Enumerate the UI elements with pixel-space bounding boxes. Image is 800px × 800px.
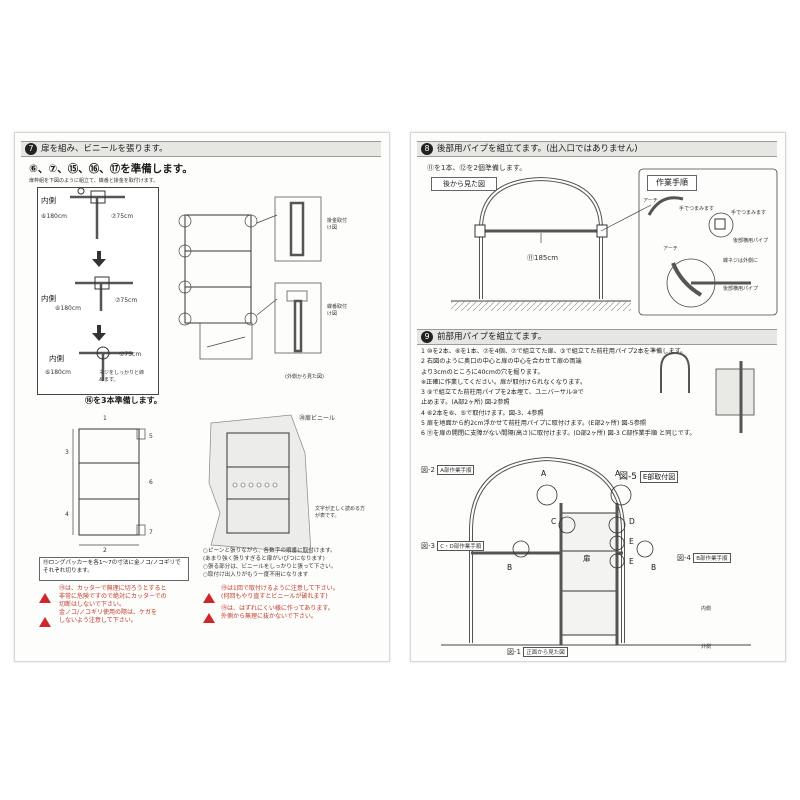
assembly-note: 扉枠組を下図のように組立て、蝶番と掛金を取付けます。 — [29, 178, 159, 184]
fig-3-label: 図-3 C・D部作業手順 — [421, 541, 485, 551]
dim-2: 2 — [103, 547, 107, 554]
fig-1-label: 図-1 正面から見た図 — [507, 647, 568, 657]
warn-line-4: 金ノコ/ノコギリ使用の際は、ケガを — [59, 609, 158, 616]
section-9-steps: 1 ⑩を2本、⑥を1本、⑦を4個、⑦で組立てた扉、③で組立てた前柱用パイプ2本を… — [421, 347, 696, 440]
warning-triangle-icon — [39, 616, 51, 627]
point-b-right: B — [651, 563, 657, 572]
vinyl-note-2: (あまり強く張りすぎると扉がいびつになります) — [203, 556, 325, 562]
section-title: 扉を組み、ビニールを張ります。 — [41, 144, 168, 154]
warning-triangle-icon — [39, 592, 51, 603]
door-assembly-diagram — [70, 187, 322, 568]
vinyl-note-3: ○張る部分は、ビニールをしっかりと張って下さい。 — [203, 564, 337, 570]
label-inside-1: 内側 — [41, 196, 56, 205]
step-6: 6 ⑪を扉の開閉に支障がない間隔(高さ)に取付けます。(D部2ヶ所) 図-3 C… — [421, 430, 696, 438]
warn-line-6: ⑲は1回で取付けるように注意して下さい。 — [221, 585, 339, 592]
left-manual-page: 7 扉を組み、ビニールを張ります。 ⑥、⑦、⑮、⑯、⑰を準備します。 扉枠組を下図… — [14, 132, 390, 662]
inside-label: 内側 — [701, 606, 712, 612]
pinch-label-1: 手でつまみます — [679, 206, 715, 212]
section-8-parts: ⑪を1本、⑫を2個準備します。 — [427, 164, 527, 172]
warning-once-block — [203, 587, 218, 606]
hinge-label: 掛金取付け図 — [327, 218, 348, 231]
section-7-header: 7 扉を組み、ビニールを張ります。 — [21, 141, 381, 157]
section-title: 前部用パイプを組立てます。 — [437, 332, 547, 342]
label-inside-2: 内側 — [41, 294, 56, 303]
vinyl-note-1: ○ピーンと張りながら、各数字の順番に取付けます。 — [203, 548, 336, 554]
warn-line-1: ⑲は、カッターで無理に切ろうとすると — [59, 585, 167, 592]
section-number: 7 — [25, 143, 37, 155]
tighten-note: ネジをしっかりと締めます。 — [99, 370, 145, 383]
section-title: 後部用パイプを組立てます。(出入口ではありません) — [437, 144, 638, 154]
warning-cut-block — [39, 587, 54, 606]
dim-3: 3 — [65, 449, 69, 456]
label-180-2: ⑥180cm — [55, 305, 81, 312]
warning-saw-block — [39, 611, 54, 630]
bracket-label: 蝶番取付け図 — [327, 304, 348, 317]
step-2c: ※正確に作業してください。扉が取付けられなくなります。 — [421, 378, 587, 386]
label-75-3: ⑦75cm — [119, 351, 142, 358]
warning-remove-block — [203, 607, 218, 626]
point-d-right: D — [629, 517, 635, 526]
section-9-header: 9 前部用パイプを組立てます。 — [417, 329, 777, 345]
point-b-left: B — [507, 563, 513, 572]
point-e-lower: E — [629, 557, 634, 566]
right-manual-page: 8 後部用パイプを組立てます。(出入口ではありません) ⑪を1本、⑫を2個準備しま… — [410, 132, 786, 662]
dim-5: 5 — [149, 433, 153, 440]
point-a-right: A — [615, 469, 621, 478]
door-label: 扉 — [583, 554, 591, 563]
viewed-from-outside-label: (外側から見た図) — [285, 374, 324, 380]
outside-label: 外側 — [701, 644, 712, 650]
dim-6: 6 — [149, 479, 153, 486]
back-pipe-label-1: 後部横用パイプ — [733, 238, 769, 244]
arch-label-1: アーチ — [643, 198, 658, 204]
warning-triangle-icon — [203, 592, 215, 603]
back-pipe-label-2: 後部横用パイプ — [723, 286, 759, 292]
wing-nut-note: 蝶ネジは外側に — [723, 258, 759, 264]
back-view-label: 後から見た図 — [431, 177, 497, 191]
warn-line-8: ⑲は、はずれにくい様に作ってあります。 — [221, 605, 334, 612]
section-8-header: 8 後部用パイプを組立てます。(出入口ではありません) — [417, 141, 777, 157]
long-packer-note: ⑲ロングパッカーを各1～7の寸法に金ノコ/ノコギリでそれぞれ切ります。 — [39, 557, 189, 581]
vinyl-note-4: ○取付け出入りがもう一度不用になります — [203, 572, 309, 578]
step-5: 5 扉を地面から約2cm浮かせて前柱用パイプに取付けます。(E部2ヶ所) 図-5… — [421, 420, 647, 428]
warn-line-7: (何回もやり直すとビニールが破れます) — [221, 593, 328, 600]
fig-2-label: 図-2 A部作業手順 — [421, 465, 475, 475]
step-1: 1 ⑩を2本、⑥を1本、⑦を4個、⑦で組立てた扉、③で組立てた前柱用パイプ2本を… — [421, 348, 687, 355]
heading-part-16: ⑯を3本準備します。 — [85, 396, 162, 405]
fig-5-label: 図-5 E部取付図 — [619, 469, 679, 483]
face-side-note: 文字が正しく読める方が表です。 — [315, 506, 366, 519]
section-number: 9 — [421, 331, 433, 343]
pipe-185-label: ⑪185cm — [527, 254, 559, 262]
step-3: 3 ⑨で組立てた前柱用パイプを2本埋て、ユニバーサル⑩で — [421, 389, 584, 397]
arch-label-2: アーチ — [663, 246, 678, 252]
fig-4-label: 図-4 B部作業手順 — [677, 553, 731, 563]
parts-heading: ⑥、⑦、⑮、⑯、⑰を準備します。 — [29, 163, 193, 175]
work-steps-label: 作業手順 — [647, 175, 697, 191]
label-75-2: ⑦75cm — [115, 297, 138, 304]
point-c-left: C — [551, 517, 557, 526]
label-180-3: ⑥180cm — [45, 369, 71, 376]
label-inside-3: 内側 — [49, 354, 64, 363]
warn-line-3: 切断はしないで下さい。 — [59, 601, 125, 608]
warn-line-2: 非常に危険ですので絶対にカッターでの — [59, 593, 167, 600]
step-4: 4 ⑥2本を⑥、⑤で取付けます。図-3、4参照 — [421, 409, 544, 417]
warning-triangle-icon — [203, 612, 215, 623]
dim-1: 1 — [103, 415, 107, 422]
label-75-1: ⑦75cm — [111, 213, 134, 220]
step-3b: 止めます。(A部2ヶ所) 図-2参照 — [421, 399, 510, 407]
step-2: 2 右図のように奥口の中心と扉の中心を合わせて扉の両端 — [421, 358, 582, 366]
label-180-1: ⑥180cm — [41, 213, 67, 220]
back-pipe-diagram — [441, 168, 778, 646]
vinyl-label: ⑳扉ビニール — [299, 415, 336, 422]
warn-line-9: 外側から無理に抜かないで下さい。 — [221, 613, 317, 620]
point-a-left: A — [541, 469, 547, 478]
section-number: 8 — [421, 143, 433, 155]
dim-7: 7 — [149, 529, 153, 536]
warn-line-5: しないよう注意して下さい。 — [59, 617, 137, 624]
dim-4: 4 — [65, 511, 69, 518]
point-e-upper: E — [629, 537, 634, 546]
pinch-label-2: 手でつまみます — [731, 210, 767, 216]
step-2b: より3cmのところに40cmの穴を掘ります。 — [421, 368, 544, 376]
